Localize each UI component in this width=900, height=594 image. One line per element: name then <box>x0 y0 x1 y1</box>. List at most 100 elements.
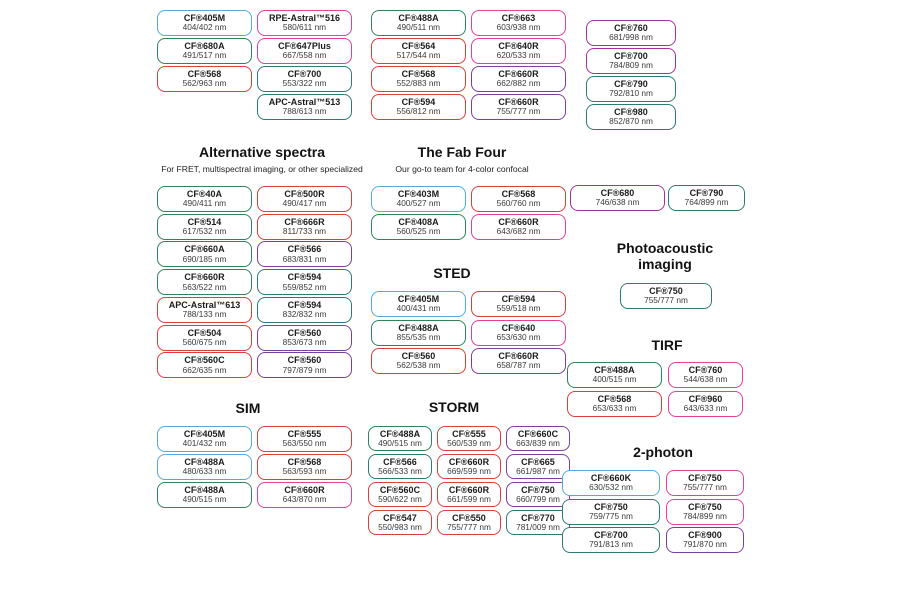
dye-name: CF®514 <box>187 216 222 227</box>
dye-name: CF®660A <box>184 244 225 255</box>
dye-name: CF®770 <box>521 512 555 523</box>
dye-name: CF®660C <box>517 428 559 439</box>
dye-range: 669/599 nm <box>447 465 491 476</box>
dye-range: 603/938 nm <box>496 22 541 33</box>
dye-name: CF®665 <box>521 456 555 467</box>
dye-name: CF®488A <box>594 365 635 376</box>
section-title-tirf: TIRF <box>651 337 683 353</box>
dye-name: CF®700 <box>614 51 648 62</box>
dye-range: 658/787 nm <box>496 360 541 371</box>
dye-range: 784/809 nm <box>609 60 653 71</box>
dye-range: 661/599 nm <box>447 493 491 504</box>
section-title-alternative-spectra: Alternative spectra <box>198 144 326 160</box>
dye-range: 755/777 nm <box>683 482 727 493</box>
dye-range: 400/515 nm <box>592 374 637 385</box>
dye-name: CF®488A <box>184 457 225 468</box>
dye-range: 404/402 nm <box>182 22 227 33</box>
dye-range: 662/635 nm <box>182 364 227 375</box>
dye-range: 620/533 nm <box>496 50 541 61</box>
dye-name: CF®488A <box>398 322 439 333</box>
dye-name: CF®500R <box>284 189 325 200</box>
dye-range: 759/775 nm <box>589 510 633 521</box>
dye-range: 562/538 nm <box>396 360 441 371</box>
dye-name: CF®750 <box>521 484 555 495</box>
dye-name: CF®680 <box>600 188 635 199</box>
